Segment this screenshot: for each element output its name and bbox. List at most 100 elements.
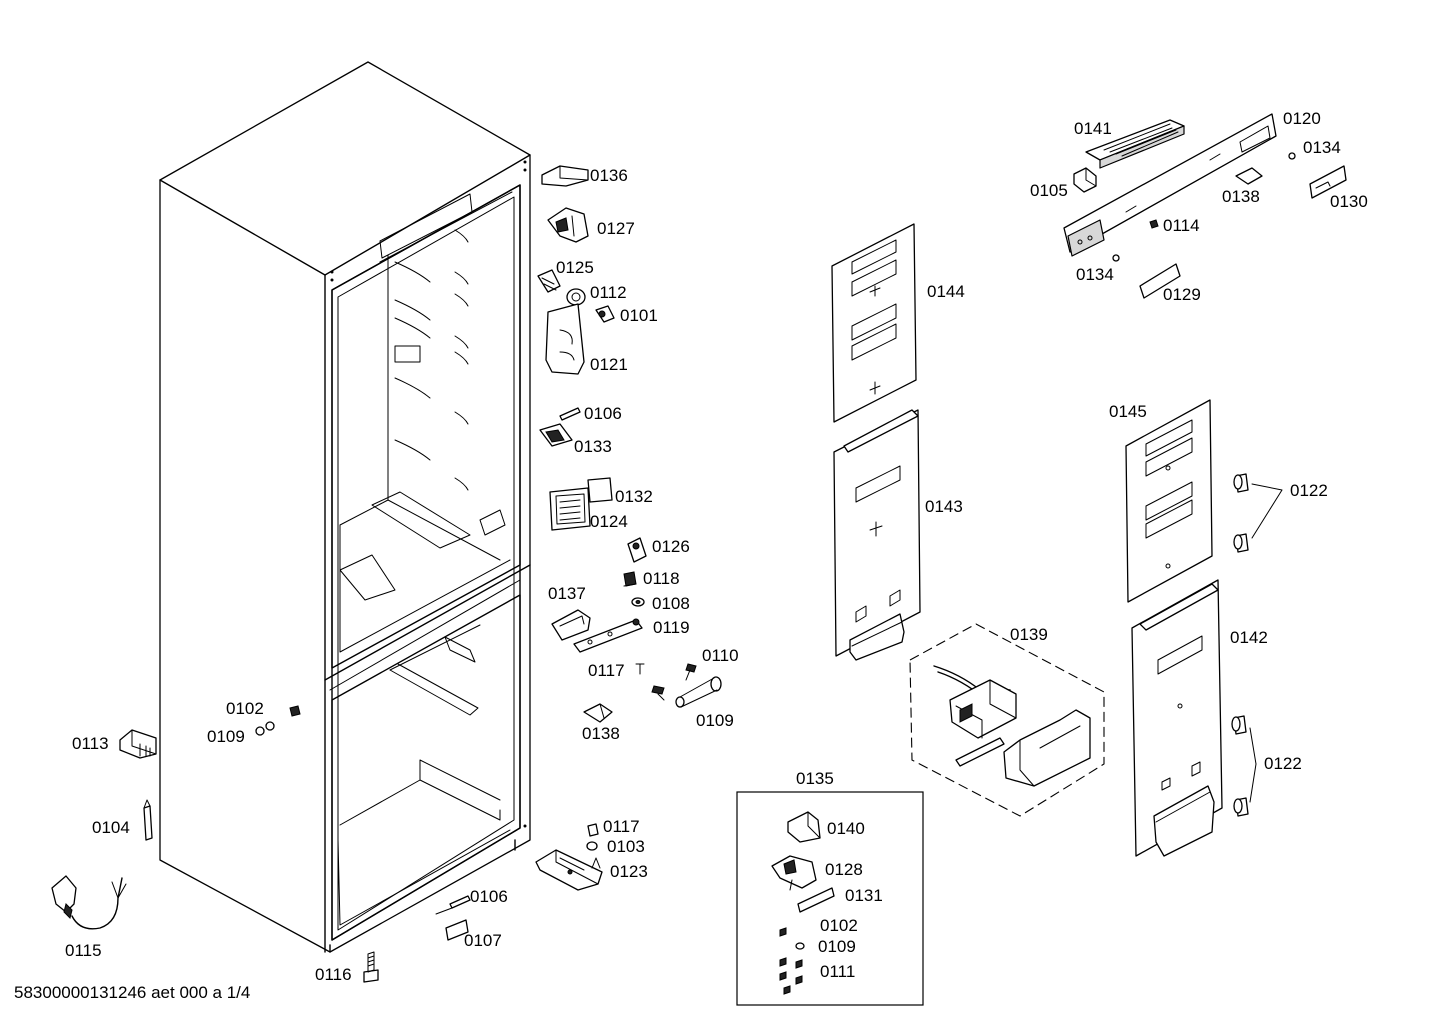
callout-0108: 0108: [652, 594, 690, 613]
callout-0106: 0106: [470, 887, 508, 906]
callout-0125: 0125: [556, 258, 594, 277]
part-0145-upper-door: [1125, 399, 1213, 603]
callout-0133: 0133: [574, 437, 612, 456]
part-0103: [586, 841, 598, 851]
part-0119: [573, 618, 643, 653]
part-0108: [631, 597, 645, 607]
part-0124: [549, 487, 591, 531]
callout-0111: 0111: [820, 962, 856, 981]
callout-0117: 0117: [588, 661, 625, 680]
part-0117-screw: [635, 663, 645, 675]
callout-0118: 0118: [643, 569, 680, 588]
part-0113: [119, 729, 157, 759]
part-0104: [143, 799, 153, 841]
part-0127: [547, 207, 589, 243]
part-0114: [1149, 219, 1159, 229]
part-0126: [627, 537, 647, 563]
callout-0132: 0132: [615, 487, 653, 506]
part-0122-hinge-pins-upper: [1233, 473, 1283, 553]
callout-0109: 0109: [818, 937, 856, 956]
refrigerator-cabinet: [159, 61, 531, 953]
part-0107: [445, 919, 469, 941]
callout-0127: 0127: [597, 219, 635, 238]
callout-0120: 0120: [1283, 109, 1321, 128]
callout-0102: 0102: [820, 916, 858, 935]
callout-0101: 0101: [620, 306, 658, 325]
callout-0129: 0129: [1163, 285, 1201, 304]
part-0125: [537, 269, 561, 293]
part-0115-power-cord: [51, 875, 127, 930]
part-0142-lower-door: [1131, 579, 1223, 857]
part-0130: [1309, 165, 1347, 199]
part-0143-lower-door: [833, 409, 921, 661]
part-0116-foot: [363, 951, 379, 983]
part-0122-hinge-pins-lower: [1231, 715, 1257, 817]
callout-0131: 0131: [845, 886, 883, 905]
callout-0116: 0116: [315, 965, 352, 984]
callout-0142: 0142: [1230, 628, 1268, 647]
callout-0135: 0135: [796, 769, 834, 788]
callout-0134: 0134: [1303, 138, 1341, 157]
part-0133: [539, 423, 573, 447]
callout-0113: 0113: [72, 734, 109, 753]
part-0117-lower: [587, 823, 599, 837]
callout-0105: 0105: [1030, 181, 1068, 200]
callout-0121: 0121: [590, 355, 628, 374]
callout-0136: 0136: [590, 166, 628, 185]
callout-0140: 0140: [827, 819, 865, 838]
callout-0122: 0122: [1290, 481, 1328, 500]
callout-0144: 0144: [927, 282, 965, 301]
part-0132: [587, 477, 613, 503]
callout-0134: 0134: [1076, 265, 1114, 284]
part-0123: [535, 849, 603, 891]
callout-0119: 0119: [653, 618, 690, 637]
part-0109-washers: [255, 721, 275, 736]
callout-0138: 0138: [582, 724, 620, 743]
callout-0109: 0109: [696, 711, 734, 730]
callout-0114: 0114: [1163, 216, 1200, 235]
callout-0112: 0112: [590, 283, 627, 302]
callout-0122: 0122: [1264, 754, 1302, 773]
callout-0124: 0124: [590, 512, 628, 531]
part-0110-screw: [685, 663, 697, 681]
callout-0141: 0141: [1074, 119, 1112, 138]
part-0129: [1139, 263, 1181, 299]
document-id: 58300000131246 aet 000 a 1/4: [14, 983, 251, 1002]
callout-0110: 0110: [702, 646, 739, 665]
callout-0143: 0143: [925, 497, 963, 516]
callout-0139: 0139: [1010, 625, 1048, 644]
part-0101: [595, 305, 615, 323]
part-0135-boxed-kit: [736, 791, 924, 1006]
part-0144-upper-door: [831, 223, 917, 423]
callout-0128: 0128: [825, 860, 863, 879]
callout-0107: 0107: [464, 931, 502, 950]
callout-0102: 0102: [226, 699, 264, 718]
part-0102-screw: [289, 705, 301, 717]
part-0139-dispenser-kit: [909, 623, 1105, 817]
part-0134-top: [1288, 152, 1296, 160]
part-0121: [545, 303, 585, 375]
callout-0123: 0123: [610, 862, 648, 881]
part-0134-lower: [1112, 254, 1120, 262]
callout-0103: 0103: [607, 837, 645, 856]
part-0109-ring: [675, 676, 722, 708]
part-0112: [566, 288, 586, 306]
part-0105: [1073, 167, 1097, 193]
callout-0130: 0130: [1330, 192, 1368, 211]
part-0106-lower: [435, 895, 471, 915]
callout-0145: 0145: [1109, 402, 1147, 421]
part-0141: [1085, 119, 1185, 169]
callout-0126: 0126: [652, 537, 690, 556]
callout-0137: 0137: [548, 584, 586, 603]
callout-0109: 0109: [207, 727, 245, 746]
part-screw-mid: [651, 685, 665, 701]
part-0120-control-housing: [1063, 113, 1277, 257]
part-0138-top: [1235, 167, 1263, 185]
part-0137: [551, 609, 591, 641]
part-0136: [541, 165, 589, 187]
part-0138-lower: [583, 703, 613, 723]
callout-0106: 0106: [584, 404, 622, 423]
part-0106-upper: [559, 407, 581, 421]
callout-0138: 0138: [1222, 187, 1260, 206]
